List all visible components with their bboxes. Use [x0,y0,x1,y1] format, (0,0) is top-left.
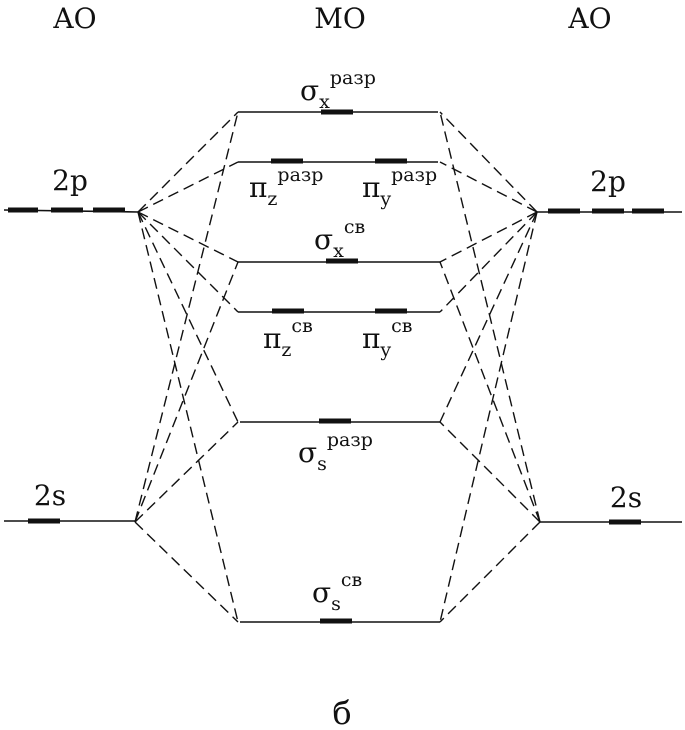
header-mo: MO [314,2,366,35]
dash-line [439,211,538,263]
ao-left-2s-label: 2s [34,479,66,512]
mo-label-sigma-x-sv: σxсв [314,216,365,262]
header-ao-right: AO [567,2,611,35]
dash-line [134,261,239,523]
dash-line [137,111,239,213]
dash-line [439,211,538,423]
dash-line [439,161,538,213]
dash-line [137,161,239,213]
mo-pi-sv-level [238,308,440,314]
mo-label-sigma-s-sv: σsсв [312,569,362,615]
dash-line [134,421,239,523]
ao-left-2p-label: 2p [52,164,88,197]
dash-line [439,211,538,313]
dash-line [137,211,239,263]
dash-line [439,521,541,623]
mo-sigma-s-razr-level [240,418,440,424]
dash-line [439,261,541,523]
mo-label-sigma-s-razr: σsразр [298,429,373,475]
ao-right-2p-level [537,208,682,214]
header-ao-left: AO [52,2,96,35]
ao-right-2s-label: 2s [610,481,642,514]
dash-line [137,211,239,423]
mo-label-pi-y-razr: πyразр [362,164,437,210]
mo-label-pi-z-razr: πzразр [249,164,323,210]
dash-line [439,421,541,523]
dash-line [439,211,538,623]
ao-right-2p-label: 2p [590,165,626,198]
dash-line [134,111,239,523]
dash-line [137,211,239,313]
dash-line [439,111,538,213]
mo-label-sigma-x-razr: σxразр [300,67,376,113]
dash-line [137,211,239,623]
figure-caption: б [332,694,351,730]
mo-label-pi-y-sv: πyсв [362,315,412,361]
mo-sigma-s-sv-level [240,618,440,624]
dash-line [134,521,239,623]
mo-sigma-x-sv-level [238,258,440,264]
mo-label-pi-z-sv: πzсв [263,315,313,361]
ao-left-2p-level [3,207,139,213]
mo-pi-razr-level [238,158,438,164]
correlation-lines [134,111,541,623]
dash-line [439,111,541,523]
